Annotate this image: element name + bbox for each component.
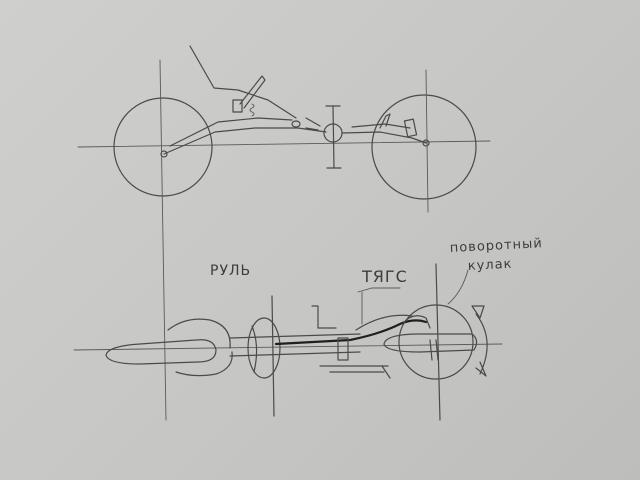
left-wheel-hub	[160, 150, 168, 158]
frame-rear-upper	[351, 123, 411, 129]
plan-left-vertical	[159, 59, 167, 421]
label-knuckle-line1: поворотный	[449, 236, 543, 256]
rotation-arrow-top	[471, 305, 485, 319]
side-view	[77, 45, 491, 213]
main-shaft-upper	[229, 333, 361, 339]
right-box	[403, 118, 418, 138]
steering-column-disc	[247, 317, 281, 379]
knuckle-axis	[435, 263, 441, 421]
frame-lower	[163, 127, 327, 155]
tie-rod-curve	[355, 314, 413, 331]
knuckle-arm	[403, 315, 431, 329]
right-wheel	[371, 94, 477, 200]
lever-box	[232, 99, 243, 113]
side-axis-line	[77, 140, 491, 148]
right-lever	[379, 113, 391, 129]
right-wheel-hub	[422, 139, 430, 147]
frame-upper	[169, 117, 293, 147]
knuckle-hub-bar	[383, 333, 478, 353]
clamp-rail	[319, 365, 389, 373]
knuckle-pin	[429, 339, 439, 361]
plan-view	[73, 59, 503, 421]
tie-rod-leader	[357, 287, 401, 325]
handlebar-loop	[105, 339, 217, 365]
label-knuckle-line2: кулак	[467, 257, 512, 274]
bracket-left	[311, 305, 337, 329]
central-post	[332, 105, 335, 169]
clamp-box	[337, 337, 349, 361]
handlebar-fork	[167, 318, 233, 377]
frame-rear	[341, 131, 427, 144]
seat-stay	[189, 45, 297, 119]
clamp-hook	[381, 365, 391, 379]
link-arm	[305, 117, 321, 131]
rotation-arrow-bottom	[475, 361, 487, 377]
knuckle-wheel	[398, 304, 474, 380]
steering-shaft	[271, 295, 275, 417]
pivot-small	[291, 120, 301, 128]
knuckle-leader	[447, 269, 469, 305]
left-wheel	[113, 97, 213, 197]
column-inner	[251, 325, 258, 373]
tie-rod	[274, 319, 428, 346]
handle-lever	[239, 75, 266, 109]
label-steering-wheel: РУЛЬ	[210, 263, 251, 279]
spring-mark	[249, 103, 255, 117]
label-tie-rod: ТЯГС	[361, 267, 408, 286]
side-vertical-axis	[425, 69, 429, 213]
main-shaft-lower	[229, 351, 361, 357]
